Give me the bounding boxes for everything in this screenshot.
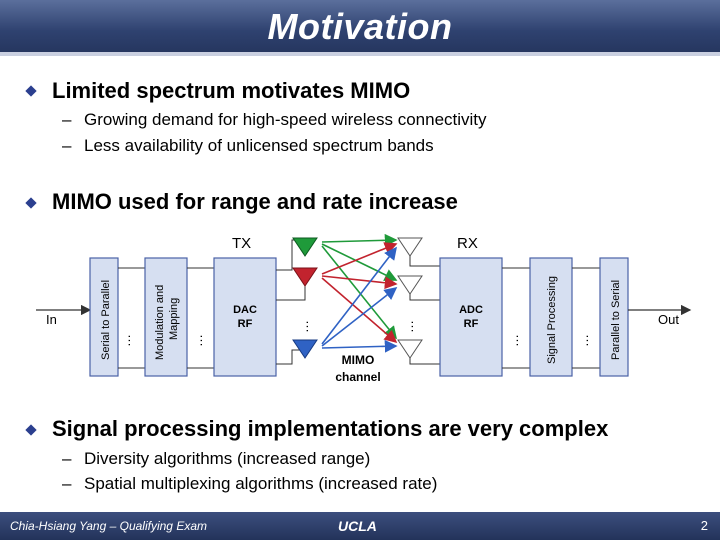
modulation-mapping-block [144,257,188,377]
sub-bullet-3-2: –Spatial multiplexing algorithms (increa… [62,474,437,494]
sub-bullet-3-1: –Diversity algorithms (increased range) [62,449,370,469]
channel-path-red [321,277,398,344]
bullet-2: MIMO used for range and rate increase [52,189,458,214]
ellipsis-2: … [190,334,205,347]
tx-antenna-blue-icon [292,339,318,359]
tx-antenna-green-icon [292,237,318,257]
adc-label: ADC [459,304,483,316]
title-rule [0,52,720,56]
in-label: In [46,312,57,327]
channel-path-blue [321,246,397,345]
rx-antenna-icon [397,237,423,257]
rx-antenna-icon [397,339,423,359]
ellipsis-3: … [296,320,311,333]
dac-rf-block [213,257,277,377]
tx-feed-line [276,284,306,301]
rx-feed-line [409,358,440,365]
page-number: 2 [700,518,708,533]
tx-antenna-red-icon [292,267,318,287]
signal-processing-block [529,257,573,377]
dac-rf-label: RF [238,318,253,330]
footer-institution: UCLA [338,518,377,534]
adc-rf-block [439,257,503,377]
rx-feed-line [409,294,440,301]
channel-label-line2: channel [335,370,380,384]
footer-bar: Chia-Hsiang Yang – Qualifying Exam UCLA … [0,512,720,540]
channel-path-red [321,275,398,290]
slide-title: Motivation [267,6,453,47]
channel-path-blue [321,339,398,353]
channel-path-green [321,243,398,281]
rx-label: RX [457,235,478,252]
dash-icon: – [62,449,72,468]
channel-path-green [321,245,398,340]
title-bar: Motivation [0,0,720,56]
dash-icon: – [62,474,72,493]
ellipsis-6: … [576,334,591,347]
modulation-label-line1: Modulation and [154,285,166,360]
out-label: Out [658,312,679,327]
dac-label: DAC [233,304,257,316]
signal-processing-label: Signal Processing [546,276,558,364]
bullet-1: Limited spectrum motivates MIMO [52,78,411,103]
serial-to-parallel-label: Serial to Parallel [100,280,112,360]
channel-path-green [321,233,398,247]
footer-author: Chia-Hsiang Yang – Qualifying Exam [10,519,207,533]
ellipsis-4: … [401,320,416,333]
sub-bullet-text: Spatial multiplexing algorithms (increas… [84,474,438,493]
bullet-3: Signal processing implementations are ve… [52,416,609,441]
channel-label-line1: MIMO [342,353,375,367]
sub-bullet-text: Growing demand for high-speed wireless c… [84,110,487,129]
parallel-to-serial-block [599,257,629,377]
channel-path-blue [321,287,398,347]
ellipsis-1: … [118,334,133,347]
dash-icon: – [62,136,72,155]
adc-rf-label: RF [464,318,479,330]
rx-antenna-icon [397,275,423,295]
rx-feed-line [409,256,440,267]
sub-bullet-text: Less availability of unlicensed spectrum… [84,136,434,155]
parallel-to-serial-label: Parallel to Serial [610,280,622,360]
dash-icon: – [62,110,72,129]
ellipsis-5: … [506,334,521,347]
modulation-label-line2: Mapping [168,298,180,340]
tx-label: TX [232,235,251,252]
sub-bullet-1-1: –Growing demand for high-speed wireless … [62,110,487,130]
sub-bullet-1-2: –Less availability of unlicensed spectru… [62,136,434,156]
serial-to-parallel-block [89,257,119,377]
sub-bullet-text: Diversity algorithms (increased range) [84,449,371,468]
channel-path-red [321,242,398,275]
